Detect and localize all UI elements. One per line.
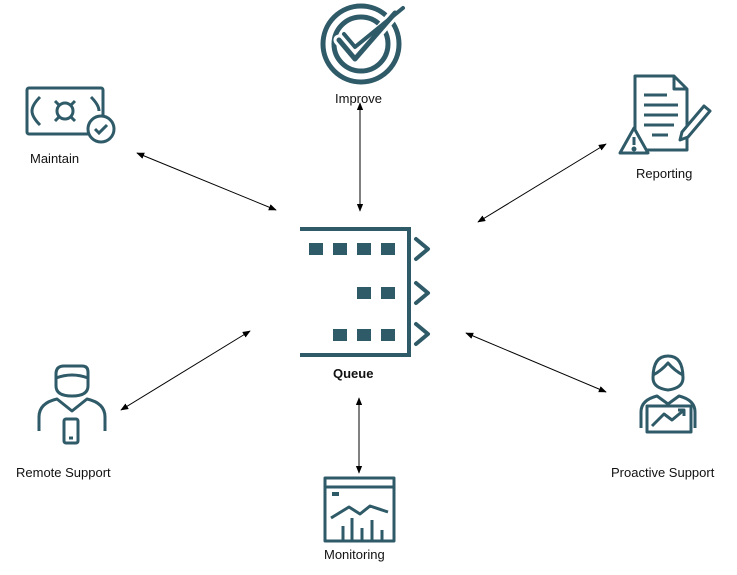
arrow-reporting xyxy=(477,143,607,223)
label-maintain: Maintain xyxy=(30,151,80,166)
report-warning-icon xyxy=(618,74,712,155)
arrow-proactive xyxy=(465,332,607,393)
arrow-remote xyxy=(120,330,251,411)
person-phone-icon xyxy=(37,364,107,445)
banknote-check-icon xyxy=(25,86,116,144)
label-monitoring: Monitoring xyxy=(324,547,385,562)
label-reporting: Reporting xyxy=(636,166,693,181)
label-improve: Improve xyxy=(335,91,382,106)
person-chart-icon xyxy=(639,354,697,434)
check-badge-icon xyxy=(320,3,405,85)
queue-icon xyxy=(300,227,430,357)
label-remote-support: Remote Support xyxy=(16,465,111,480)
connectors xyxy=(120,102,607,474)
center-label-queue: Queue xyxy=(333,366,374,381)
dashboard-chart-icon xyxy=(323,476,396,543)
label-proactive-support: Proactive Support xyxy=(611,465,715,480)
arrow-maintain xyxy=(136,152,277,211)
